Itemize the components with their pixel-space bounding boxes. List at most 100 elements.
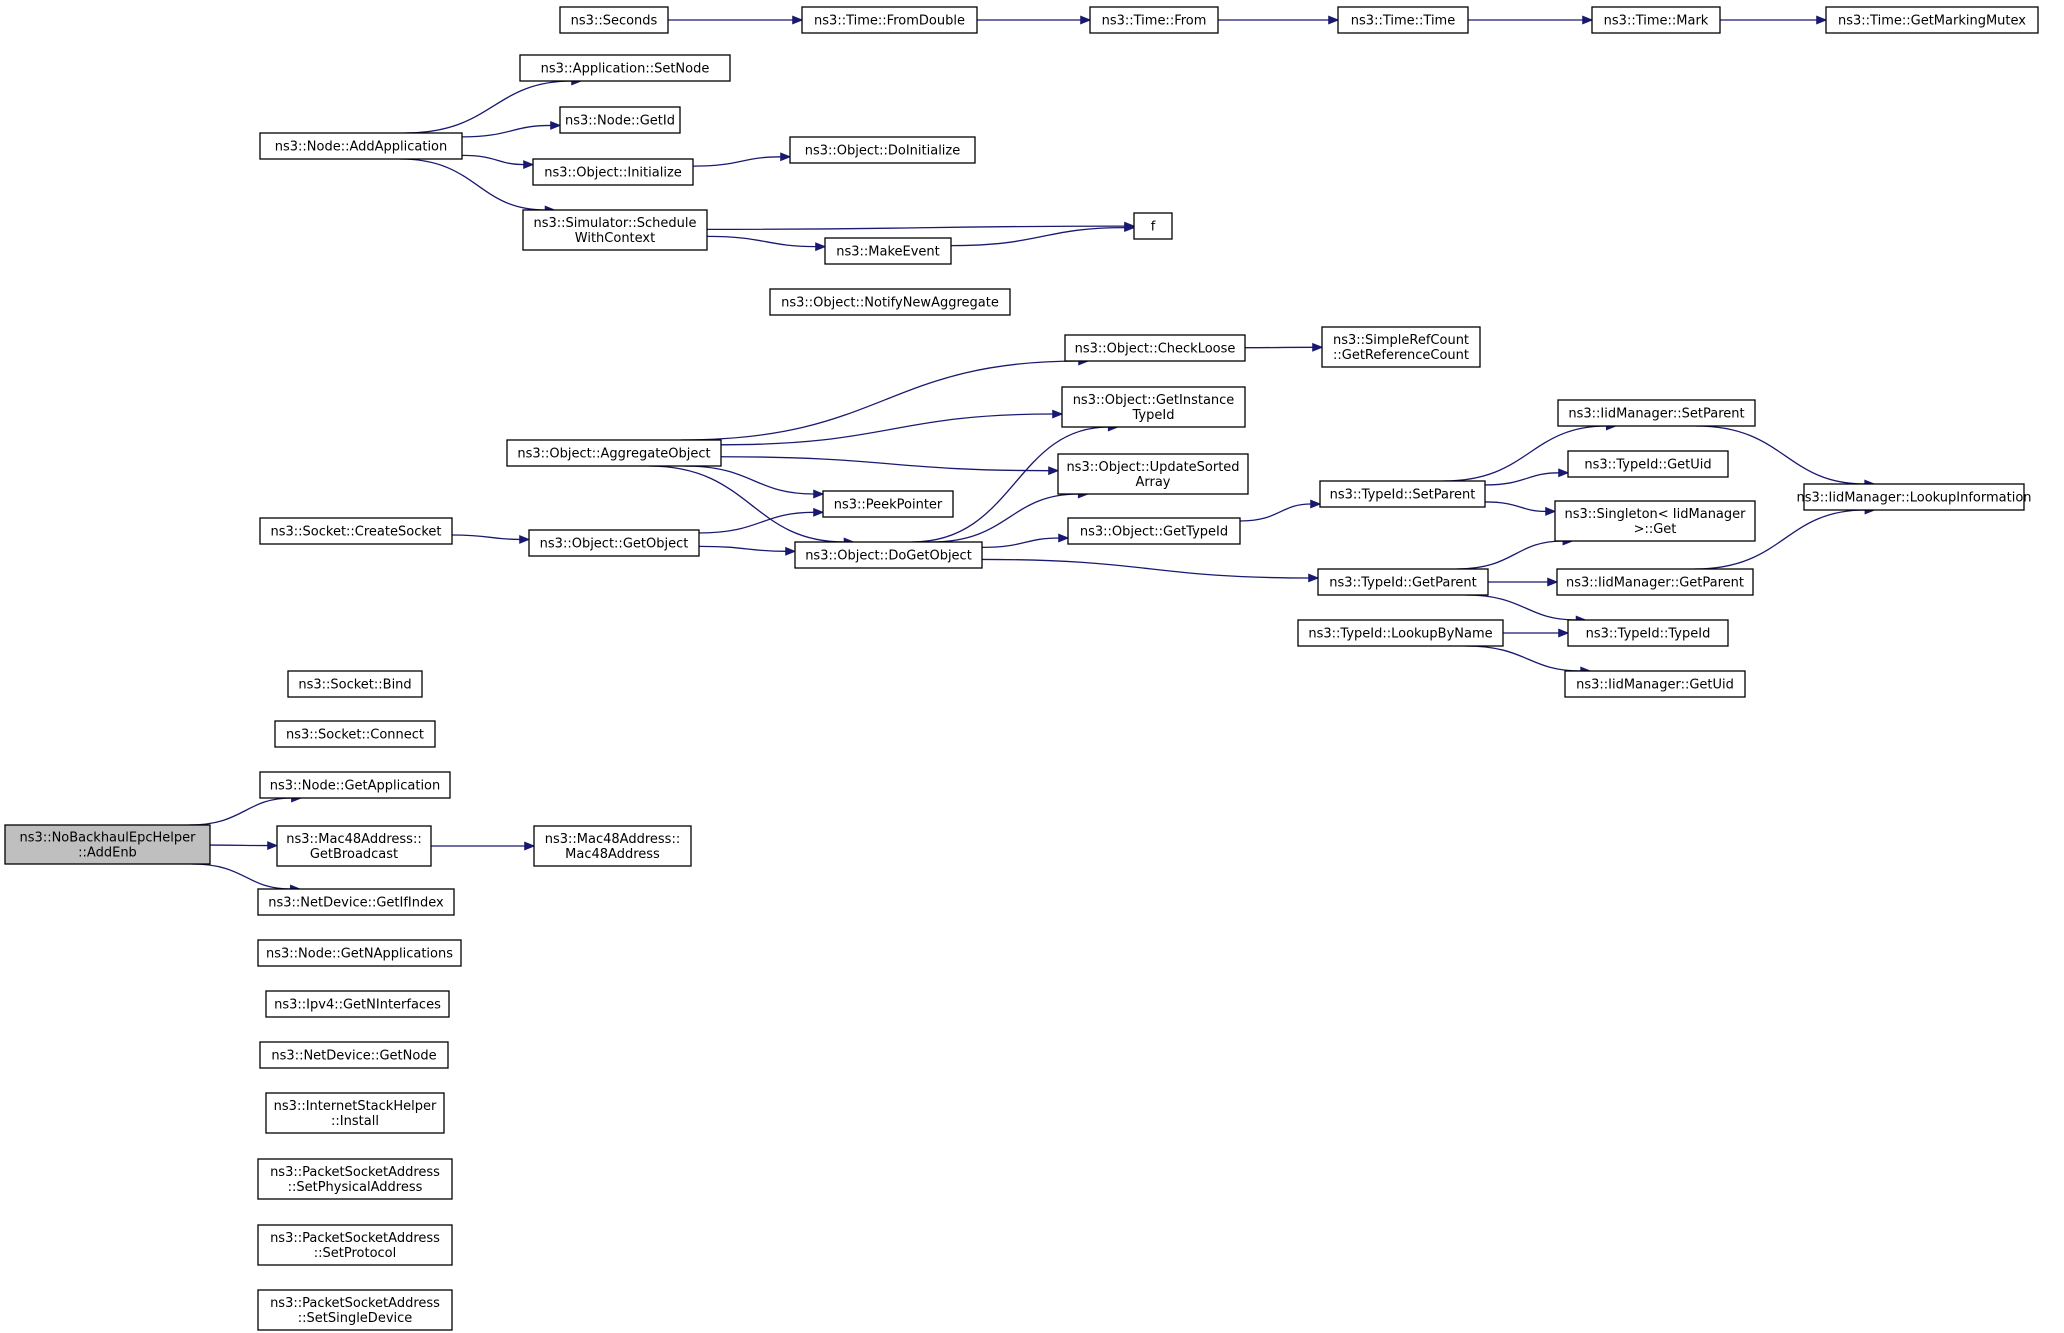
node-addapp[interactable]: ns3::Node::AddApplication [259,132,463,160]
node-gettypeid[interactable]: ns3::Object::GetTypeId [1067,517,1241,545]
node-mark[interactable]: ns3::Time::Mark [1591,6,1721,34]
node-createsock[interactable]: ns3::Socket::CreateSocket [259,517,453,545]
arrowhead-checkloose-to-refcount [1312,342,1324,352]
node-aggr[interactable]: ns3::Object::AggregateObject [506,439,722,467]
node-makeevent[interactable]: ns3::MakeEvent [824,237,952,265]
node-bind[interactable]: ns3::Socket::Bind [287,670,423,698]
node-notify[interactable]: ns3::Object::NotifyNewAggregate [769,288,1011,316]
node-from[interactable]: ns3::Time::From [1089,6,1219,34]
arrowhead-dogetobj-to-getparent [1308,573,1320,583]
node-label-root-0: ns3::NoBackhaulEpcHelper [20,831,197,846]
arrowhead-seconds-to-fromdouble [792,15,804,25]
node-label-f-0: f [1151,220,1156,235]
node-label-singleton-0: ns3::Singleton< IidManager [1564,507,1746,522]
arrowhead-getbcast-to-mac48 [524,841,536,851]
node-peek[interactable]: ns3::PeekPointer [822,490,954,518]
node-label-init-0: ns3::Object::Initialize [544,166,682,181]
node-label-setproto-1: ::SetProtocol [314,1246,397,1261]
arrowhead-aggr-to-peek [813,489,825,499]
node-nodegetid[interactable]: ns3::Node::GetId [559,106,681,134]
node-label-mac48-1: Mac48Address [565,847,660,862]
node-label-getinst-1: TypeId [1132,408,1175,423]
node-label-mac48-0: ns3::Mac48Address:: [545,832,680,847]
node-getifindex[interactable]: ns3::NetDevice::GetIfIndex [257,888,455,916]
node-iidgetparent[interactable]: ns3::IidManager::GetParent [1556,568,1754,596]
node-box-getapp [259,771,451,799]
node-typegetuid[interactable]: ns3::TypeId::GetUid [1567,450,1729,478]
node-fromdouble[interactable]: ns3::Time::FromDouble [801,6,978,34]
node-label-getapp-0: ns3::Node::GetApplication [270,779,441,794]
node-getobj[interactable]: ns3::Object::GetObject [528,529,700,557]
node-box-setsingle [257,1289,453,1331]
node-doinit[interactable]: ns3::Object::DoInitialize [789,136,976,164]
node-box-refcount [1321,326,1481,368]
node-getapp[interactable]: ns3::Node::GetApplication [259,771,451,799]
edge-setparent-to-typegetuid [1484,472,1560,486]
node-label-lookupinfo-0: ns3::IidManager::LookupInformation [1796,491,2031,506]
node-init[interactable]: ns3::Object::Initialize [532,158,694,186]
node-dogetobj[interactable]: ns3::Object::DoGetObject [794,541,983,569]
node-label-setphys-0: ns3::PacketSocketAddress [270,1165,440,1180]
node-box-typegetuid [1567,450,1729,478]
arrowhead-addapp-to-init [523,160,535,170]
arrowhead-createsock-to-getobj [519,534,531,544]
node-box-iidsetparent [1557,399,1756,427]
node-label-setphys-1: ::SetPhysicalAddress [288,1180,423,1195]
node-install[interactable]: ns3::InternetStackHelper::Install [265,1092,445,1134]
node-label-bind-0: ns3::Socket::Bind [298,678,411,693]
node-box-mac48 [533,825,692,867]
node-getnif[interactable]: ns3::Ipv4::GetNInterfaces [265,990,450,1018]
node-mac48[interactable]: ns3::Mac48Address::Mac48Address [533,825,692,867]
node-singleton[interactable]: ns3::Singleton< IidManager>::Get [1554,500,1756,542]
node-label-sched-1: WithContext [575,231,655,246]
node-lookupbyname[interactable]: ns3::TypeId::LookupByName [1297,619,1504,647]
node-box-install [265,1092,445,1134]
node-label-install-0: ns3::InternetStackHelper [274,1099,437,1114]
edge-getobj-to-peek [698,511,815,534]
node-box-gettypeid [1067,517,1241,545]
edge-getobj-to-dogetobj [698,545,787,552]
node-box-getnif [265,990,450,1018]
node-setsingle[interactable]: ns3::PacketSocketAddress::SetSingleDevic… [257,1289,453,1331]
node-lookupinfo[interactable]: ns3::IidManager::LookupInformation [1796,483,2032,511]
node-box-updsorted [1057,453,1249,495]
node-checkloose[interactable]: ns3::Object::CheckLoose [1064,334,1246,362]
node-setproto[interactable]: ns3::PacketSocketAddress::SetProtocol [257,1224,453,1266]
node-seconds[interactable]: ns3::Seconds [559,6,669,34]
node-getparent[interactable]: ns3::TypeId::GetParent [1317,568,1489,596]
edge-gettypeid-to-setparent [1239,503,1312,522]
edge-aggr-to-peek [683,465,815,495]
edge-setparent-to-singleton [1484,501,1547,513]
node-iidsetparent[interactable]: ns3::IidManager::SetParent [1557,399,1756,427]
node-typeidtypeid[interactable]: ns3::TypeId::TypeId [1567,619,1729,647]
nodes-layer: ns3::NoBackhaulEpcHelper::AddEnbns3::Nod… [4,6,2039,1331]
node-setparent[interactable]: ns3::TypeId::SetParent [1319,480,1486,508]
node-refcount[interactable]: ns3::SimpleRefCount::GetReferenceCount [1321,326,1481,368]
node-connect[interactable]: ns3::Socket::Connect [274,720,436,748]
edge-addapp-to-setnode [404,80,573,134]
arrowhead-fromdouble-to-from [1080,15,1092,25]
node-getbcast[interactable]: ns3::Mac48Address::GetBroadcast [276,825,432,867]
node-f[interactable]: f [1133,212,1173,240]
node-setnode[interactable]: ns3::Application::SetNode [519,54,731,82]
edge-init-to-doinit [692,156,782,167]
arrowhead-gettypeid-to-setparent [1310,499,1322,509]
node-root[interactable]: ns3::NoBackhaulEpcHelper::AddEnb [4,824,211,865]
node-label-refcount-1: ::GetReferenceCount [1333,348,1469,363]
arrowhead-getobj-to-peek [813,507,825,517]
node-mutex[interactable]: ns3::Time::GetMarkingMutex [1825,6,2039,34]
node-getnode[interactable]: ns3::NetDevice::GetNode [259,1041,449,1069]
node-timetime[interactable]: ns3::Time::Time [1337,6,1469,34]
edge-root-to-getapp [188,797,292,826]
node-label-getparent-0: ns3::TypeId::GetParent [1329,576,1477,591]
node-box-singleton [1554,500,1756,542]
node-setphys[interactable]: ns3::PacketSocketAddress::SetPhysicalAdd… [257,1158,453,1200]
node-getnapps[interactable]: ns3::Node::GetNApplications [257,939,462,967]
node-label-getifindex-0: ns3::NetDevice::GetIfIndex [268,896,444,911]
node-label-refcount-0: ns3::SimpleRefCount [1333,333,1469,348]
node-label-getnapps-0: ns3::Node::GetNApplications [266,947,453,962]
node-iidgetuid[interactable]: ns3::IidManager::GetUid [1564,670,1746,698]
